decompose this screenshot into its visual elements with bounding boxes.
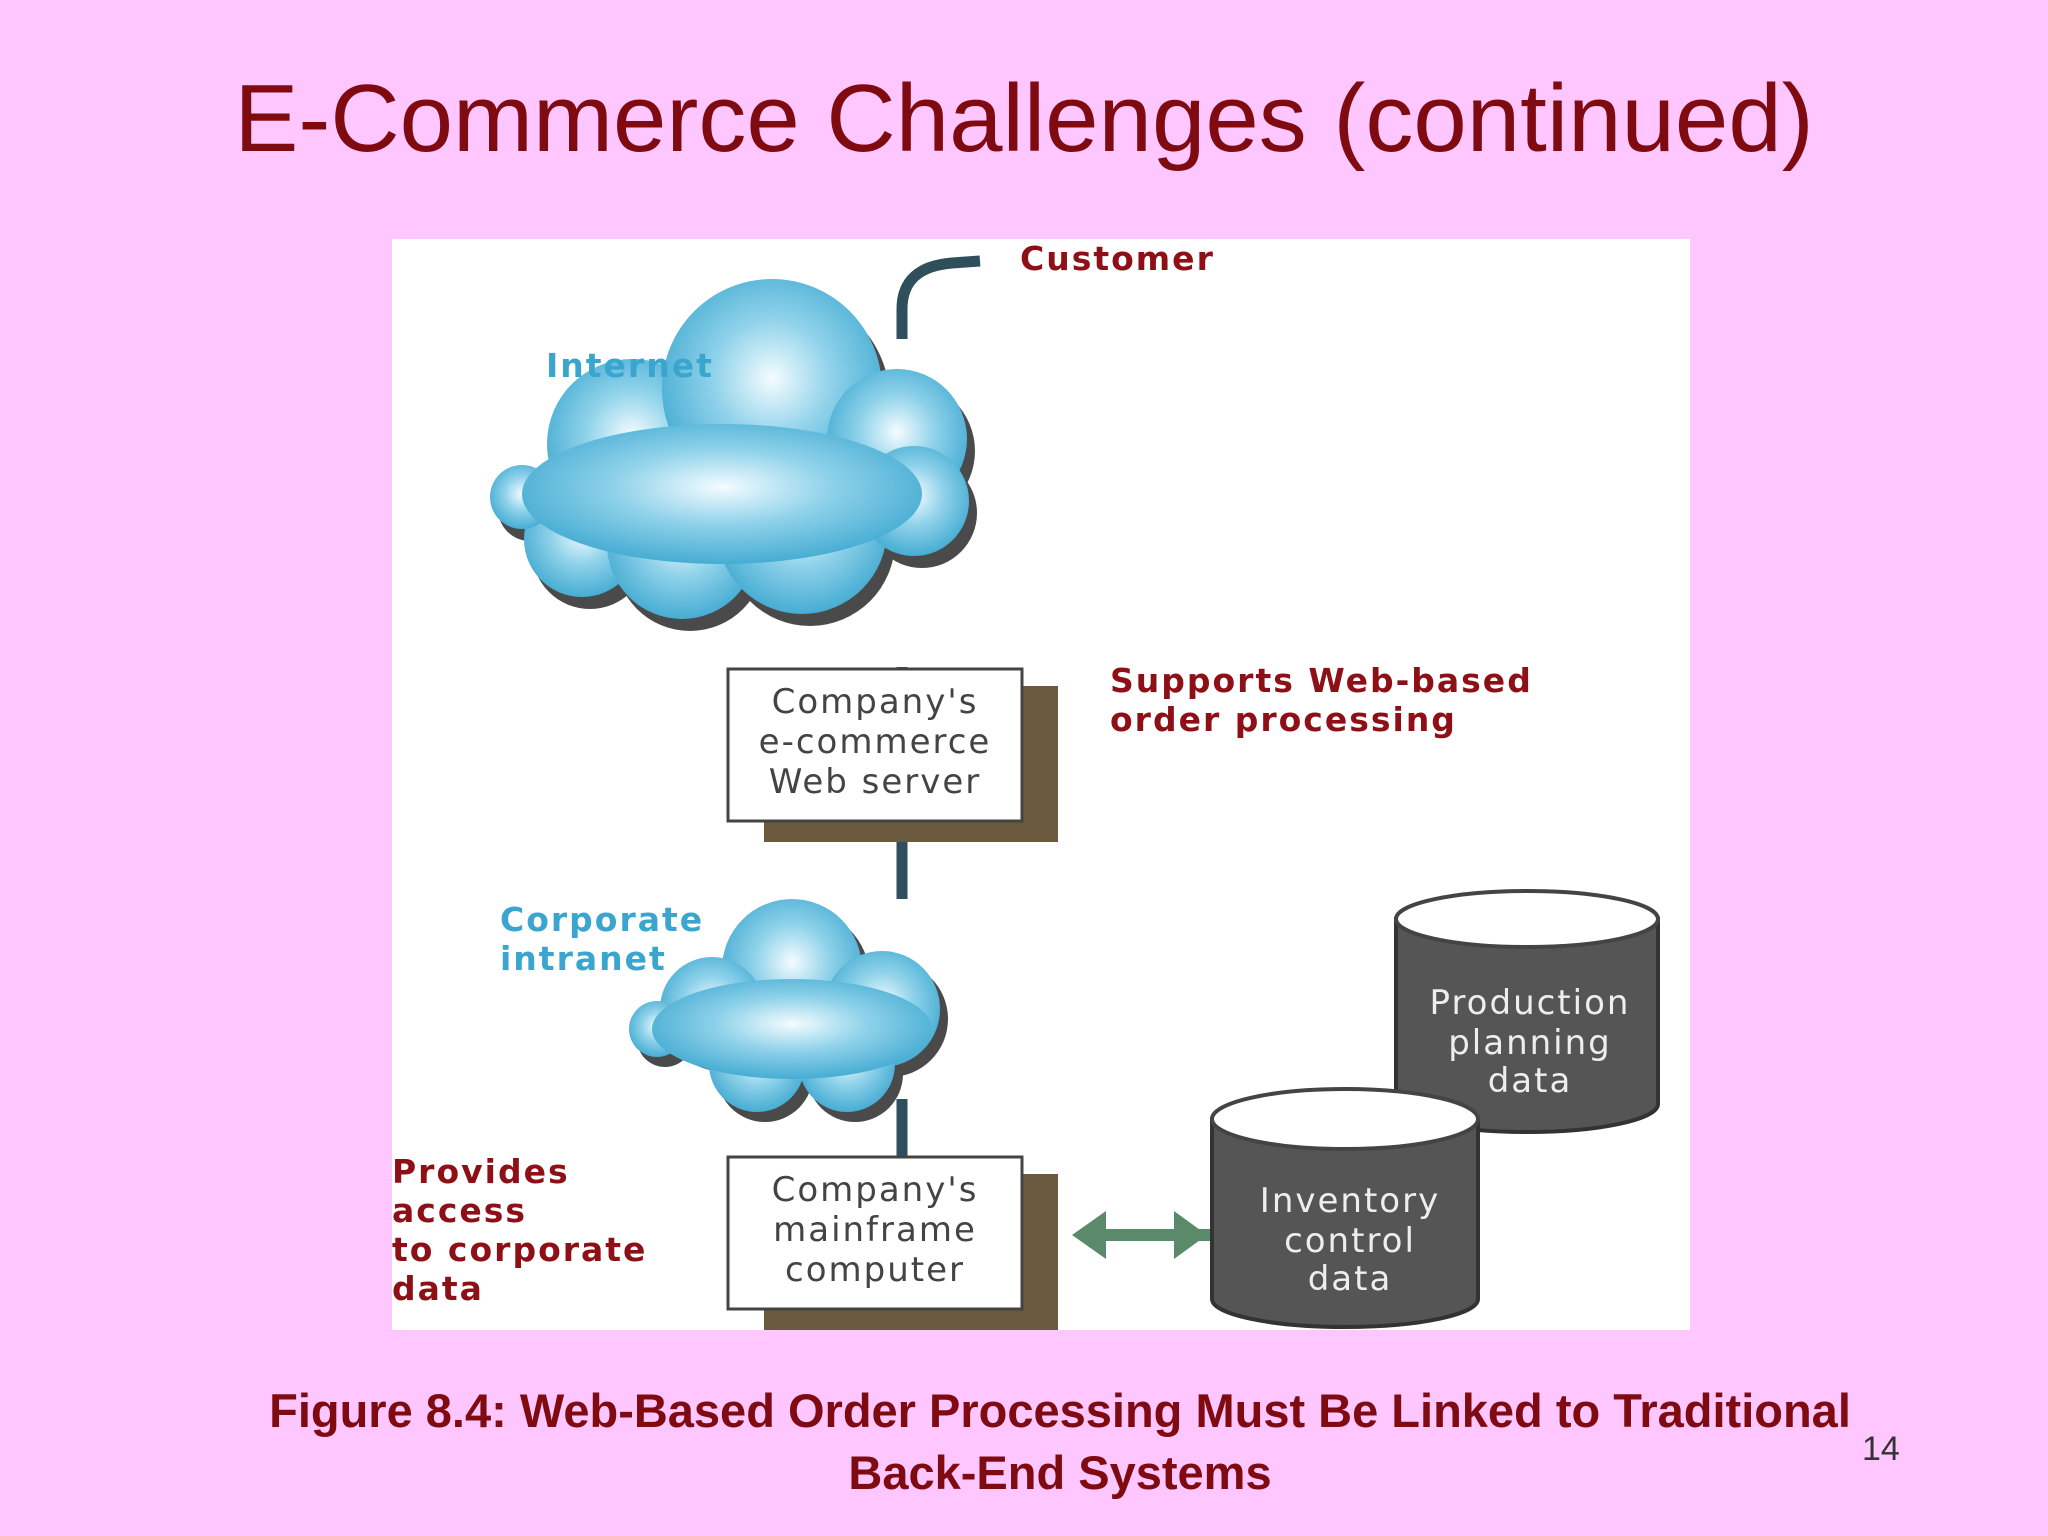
inventory-db-line1: Inventory — [1260, 1181, 1440, 1221]
mainframe-line3: computer — [785, 1250, 965, 1290]
mainframe-note-line4: data — [392, 1269, 484, 1308]
figure-caption: Figure 8.4: Web-Based Order Processing M… — [0, 1380, 2048, 1504]
inventory-db-cylinder: Inventory control data — [1210, 1087, 1480, 1329]
production-db-line1: Production — [1430, 983, 1631, 1023]
intranet-label-line2: intranet — [500, 939, 667, 978]
intranet-label-line1: Corporate — [500, 900, 704, 939]
web-server-box: Company's e-commerce Web server — [726, 667, 1058, 842]
mainframe-box: Company's mainframe computer — [726, 1155, 1058, 1330]
internet-label: Internet — [546, 346, 714, 385]
mainframe-note-line3: to corporate — [392, 1230, 647, 1269]
diagram-panel: Company's e-commerce Web server Company'… — [392, 239, 1690, 1330]
internet-cloud — [490, 279, 977, 631]
web-server-note-line2: order processing — [1110, 700, 1457, 739]
web-server-line1: Company's — [772, 682, 979, 722]
double-arrow — [1072, 1211, 1222, 1259]
production-db-line2: planning — [1448, 1023, 1612, 1063]
production-db-line3: data — [1488, 1061, 1573, 1101]
production-db-cylinder: Production planning data — [1394, 889, 1660, 1134]
diagram: Company's e-commerce Web server Company'… — [392, 239, 1660, 1330]
slide-number: 14 — [1862, 1430, 1900, 1468]
web-server-line3: Web server — [769, 762, 982, 802]
mainframe-note-line2: access — [392, 1191, 527, 1230]
customer-cable — [896, 255, 981, 339]
mainframe-line1: Company's — [772, 1170, 979, 1210]
caption-line1: Figure 8.4: Web-Based Order Processing M… — [269, 1384, 1851, 1437]
mainframe-line2: mainframe — [773, 1210, 977, 1250]
web-server-line2: e-commerce — [759, 722, 992, 762]
inventory-db-line2: control — [1284, 1221, 1416, 1261]
slide-title: E-Commerce Challenges (continued) — [234, 65, 1814, 172]
caption-line2: Back-End Systems — [848, 1446, 1272, 1499]
customer-label: Customer — [1020, 239, 1215, 278]
web-server-note-line1: Supports Web-based — [1110, 661, 1533, 700]
mainframe-note-line1: Provides — [392, 1152, 570, 1191]
inventory-db-line3: data — [1308, 1259, 1393, 1299]
intranet-cloud — [629, 899, 948, 1122]
